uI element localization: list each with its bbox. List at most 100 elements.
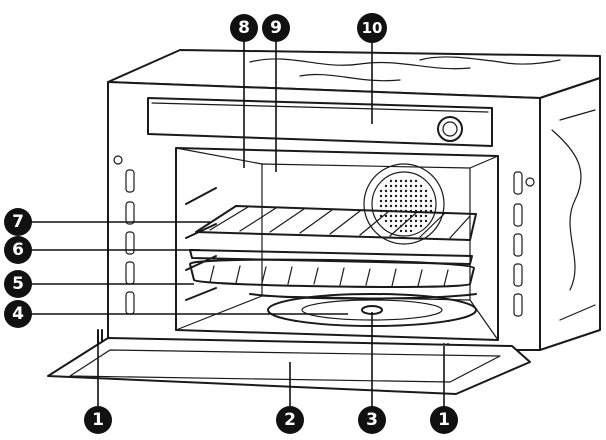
control-panel-edge xyxy=(151,102,489,113)
grille-dot xyxy=(384,184,388,188)
grille-dot xyxy=(394,189,398,193)
cavity-perspective-edges xyxy=(175,147,499,341)
grille-dot xyxy=(399,219,403,223)
grille-dot xyxy=(394,204,398,208)
grille-dot xyxy=(414,194,418,198)
grille-dot xyxy=(389,184,393,188)
grille-dot xyxy=(404,184,408,188)
grille-dot xyxy=(389,209,393,213)
grille-dot xyxy=(389,194,393,198)
grille-dot xyxy=(399,204,403,208)
grille-dot xyxy=(384,204,388,208)
leader-lines xyxy=(28,40,445,410)
grille-dot xyxy=(404,179,408,183)
grille-dot xyxy=(409,189,413,193)
grille-dot xyxy=(404,189,408,193)
grille-dot xyxy=(379,214,383,218)
grille-dot xyxy=(419,184,423,188)
callout-5-label: 5 xyxy=(12,274,24,294)
oven-door-open xyxy=(47,337,531,395)
grille-dot xyxy=(409,224,413,228)
wire-rack xyxy=(195,205,477,241)
grille-dot xyxy=(399,194,403,198)
grille-dot xyxy=(404,199,408,203)
callout-8: 8 xyxy=(230,14,258,42)
grille-dot xyxy=(409,179,413,183)
grille-dot xyxy=(409,214,413,218)
grille-dot xyxy=(429,204,433,208)
grille-dot xyxy=(409,229,413,233)
grille-dot xyxy=(414,199,418,203)
grille-dot xyxy=(409,199,413,203)
grille-dot xyxy=(404,229,408,233)
callout-1a: 1 xyxy=(84,406,112,434)
grill-tray xyxy=(189,258,475,288)
grille-dot xyxy=(424,194,428,198)
grille-dot xyxy=(384,209,388,213)
grille-dot xyxy=(404,219,408,223)
grille-dot xyxy=(424,214,428,218)
callout-7: 7 xyxy=(4,208,32,236)
baking-tray xyxy=(189,249,473,265)
grille-dot xyxy=(424,204,428,208)
left-rack-supports xyxy=(185,187,217,301)
grille-dot xyxy=(419,189,423,193)
callout-9-label: 9 xyxy=(270,18,282,38)
grille-dot xyxy=(414,204,418,208)
grille-dot xyxy=(394,209,398,213)
grille-dot xyxy=(399,184,403,188)
grille-dot xyxy=(404,194,408,198)
grille-dot xyxy=(429,199,433,203)
grille-dot xyxy=(394,219,398,223)
grille-dot xyxy=(424,219,428,223)
top-decoration-2 xyxy=(419,56,561,65)
grille-dot xyxy=(409,204,413,208)
door-inner-panel xyxy=(69,349,501,383)
grille-dot xyxy=(424,189,428,193)
callout-7-label: 7 xyxy=(12,212,24,232)
grille-dot xyxy=(419,204,423,208)
grille-dot xyxy=(384,194,388,198)
grille-dot xyxy=(404,204,408,208)
grille-dot xyxy=(384,214,388,218)
grille-dot xyxy=(384,219,388,223)
grille-dot xyxy=(409,209,413,213)
grille-dot xyxy=(384,189,388,193)
grille-dot xyxy=(394,184,398,188)
grille-dot xyxy=(429,209,433,213)
grille-dot xyxy=(414,224,418,228)
grille-dot xyxy=(394,224,398,228)
callout-10: 10 xyxy=(357,13,387,43)
callout-1b: 1 xyxy=(430,406,458,434)
grille-dot xyxy=(419,209,423,213)
callout-4: 4 xyxy=(4,300,32,328)
grille-dot xyxy=(379,204,383,208)
grille-dot xyxy=(379,199,383,203)
grille-dot xyxy=(394,194,398,198)
grille-dot xyxy=(399,199,403,203)
grille-dot xyxy=(399,224,403,228)
grille-dot xyxy=(409,194,413,198)
callout-5: 5 xyxy=(4,270,32,298)
grille-dot xyxy=(419,199,423,203)
callout-3-label: 3 xyxy=(366,410,378,430)
side-decoration xyxy=(551,129,582,291)
grille-dot xyxy=(399,214,403,218)
callout-1a-label: 1 xyxy=(92,410,104,430)
grille-dot xyxy=(389,214,393,218)
callout-6: 6 xyxy=(4,236,32,264)
callout-1b-label: 1 xyxy=(438,410,450,430)
grille-dot xyxy=(414,189,418,193)
grille-dot xyxy=(394,179,398,183)
turntable-support-ring xyxy=(249,293,477,300)
callout-2-label: 2 xyxy=(284,410,296,430)
oven-right-side xyxy=(539,77,601,351)
grille-dot xyxy=(414,209,418,213)
grille-dot xyxy=(414,184,418,188)
control-knob-inner xyxy=(442,121,458,137)
grille-dot xyxy=(379,194,383,198)
callout-6-label: 6 xyxy=(12,240,24,260)
callout-8-label: 8 xyxy=(238,18,250,38)
grille-dot xyxy=(409,184,413,188)
